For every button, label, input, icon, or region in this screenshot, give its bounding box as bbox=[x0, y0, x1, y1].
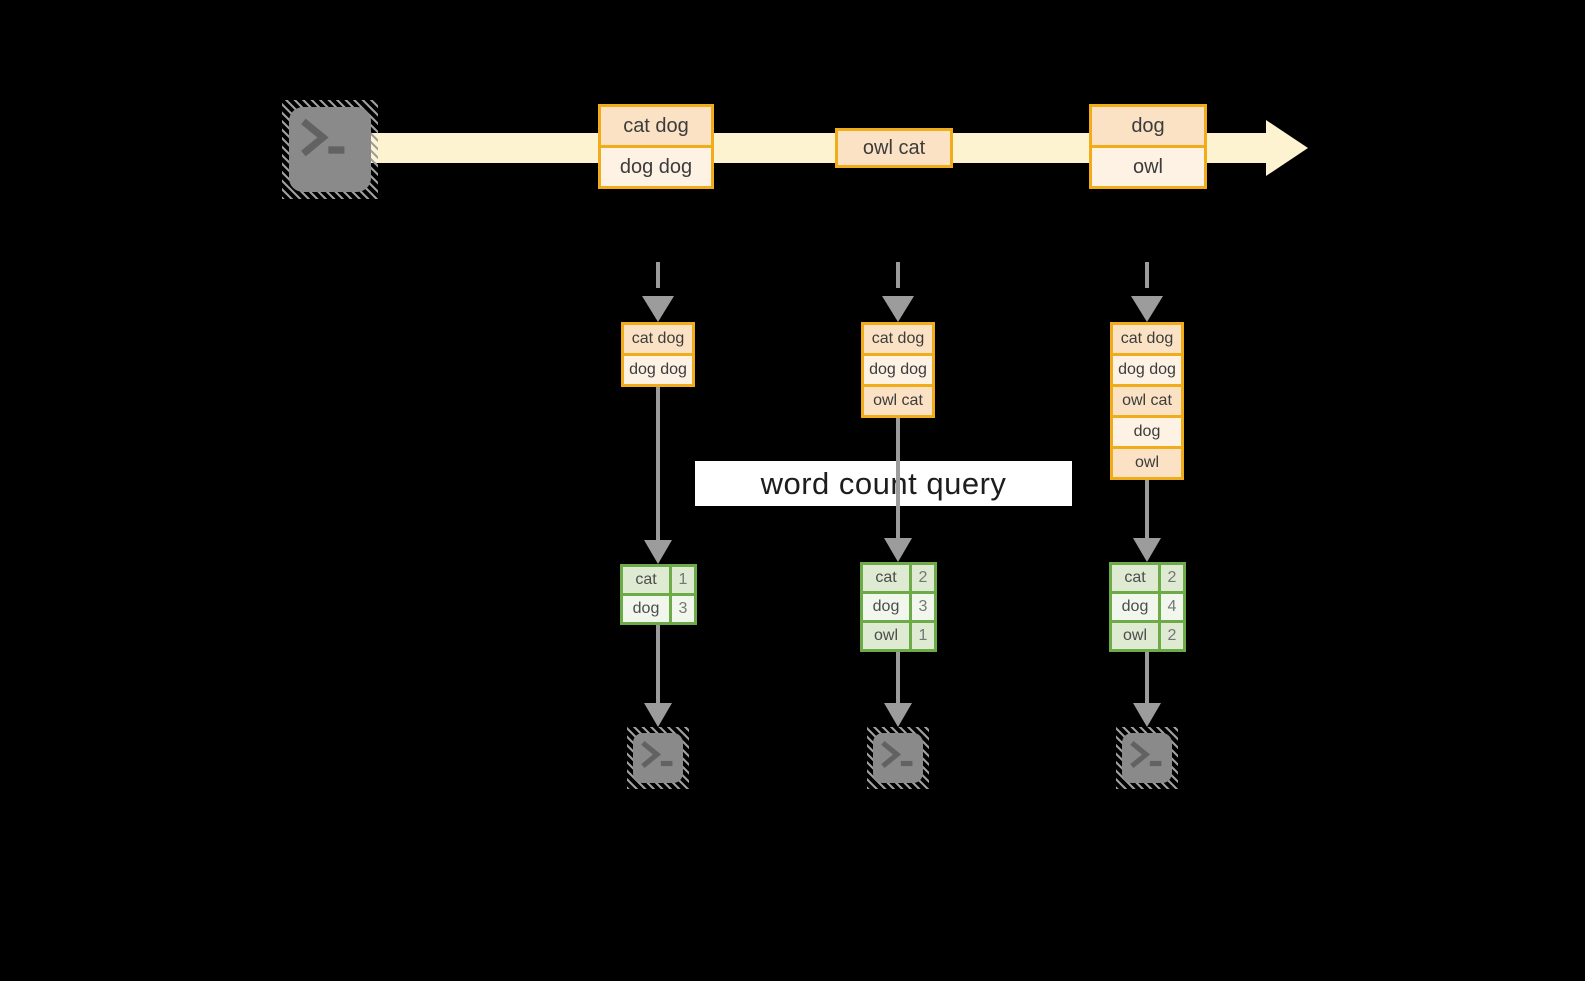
buffer-record: owl bbox=[1110, 446, 1184, 480]
query-label: word count query bbox=[695, 461, 1072, 506]
terminal-prompt-icon bbox=[1130, 740, 1162, 769]
buffer-record: owl cat bbox=[1110, 384, 1184, 418]
flow-arrow-head bbox=[644, 538, 1161, 564]
result-count: 2 bbox=[1161, 565, 1183, 591]
result-word: owl bbox=[863, 623, 909, 649]
buffer-record: dog bbox=[1110, 415, 1184, 449]
result-word: cat bbox=[623, 567, 669, 593]
source-terminal-icon bbox=[282, 100, 378, 199]
input-buffer-1: cat dog dog dog bbox=[621, 322, 695, 387]
result-table-2: cat 2 dog 3 owl 1 bbox=[860, 562, 937, 652]
input-buffer-2: cat dog dog dog owl cat bbox=[861, 322, 935, 418]
timeline-record: dog dog bbox=[598, 145, 714, 189]
terminal-screen bbox=[633, 733, 683, 783]
sink-terminal-icon bbox=[1116, 727, 1178, 789]
sink-terminal-icon bbox=[627, 727, 689, 789]
dashed-arrow-head bbox=[642, 296, 1163, 322]
buffer-record: dog dog bbox=[621, 353, 695, 387]
terminal-prompt-icon bbox=[301, 118, 345, 157]
buffer-record: dog dog bbox=[861, 353, 935, 387]
terminal-prompt-icon bbox=[881, 740, 913, 769]
terminal-prompt-icon bbox=[641, 740, 673, 769]
terminal-screen bbox=[873, 733, 923, 783]
result-word: dog bbox=[623, 596, 669, 622]
result-table-1: cat 1 dog 3 bbox=[620, 564, 697, 625]
timeline-record: owl bbox=[1089, 145, 1207, 189]
result-word: dog bbox=[863, 594, 909, 620]
timeline-event-1: cat dog dog dog bbox=[598, 104, 714, 189]
buffer-record: cat dog bbox=[861, 322, 935, 356]
result-word: cat bbox=[863, 565, 909, 591]
timeline-record: owl cat bbox=[835, 128, 953, 168]
timeline-event-2: owl cat bbox=[835, 128, 953, 168]
result-word: owl bbox=[1112, 623, 1158, 649]
buffer-record: owl cat bbox=[861, 384, 935, 418]
result-count: 2 bbox=[1161, 623, 1183, 649]
result-count: 2 bbox=[912, 565, 934, 591]
terminal-screen bbox=[289, 107, 371, 192]
result-count: 1 bbox=[912, 623, 934, 649]
sink-terminal-icon bbox=[867, 727, 929, 789]
terminal-screen bbox=[1122, 733, 1172, 783]
result-word: dog bbox=[1112, 594, 1158, 620]
timeline-record: cat dog bbox=[598, 104, 714, 148]
result-count: 3 bbox=[672, 596, 694, 622]
output-arrow-head bbox=[644, 703, 1161, 727]
buffer-record: cat dog bbox=[621, 322, 695, 356]
timeline-event-3: dog owl bbox=[1089, 104, 1207, 189]
buffer-record: dog dog bbox=[1110, 353, 1184, 387]
result-count: 3 bbox=[912, 594, 934, 620]
stream-timeline-arrowhead bbox=[1266, 120, 1308, 176]
result-table-3: cat 2 dog 4 owl 2 bbox=[1109, 562, 1186, 652]
result-count: 4 bbox=[1161, 594, 1183, 620]
result-word: cat bbox=[1112, 565, 1158, 591]
dashed-arrow bbox=[656, 262, 1149, 294]
input-buffer-3: cat dog dog dog owl cat dog owl bbox=[1110, 322, 1184, 480]
buffer-record: cat dog bbox=[1110, 322, 1184, 356]
result-count: 1 bbox=[672, 567, 694, 593]
timeline-record: dog bbox=[1089, 104, 1207, 148]
